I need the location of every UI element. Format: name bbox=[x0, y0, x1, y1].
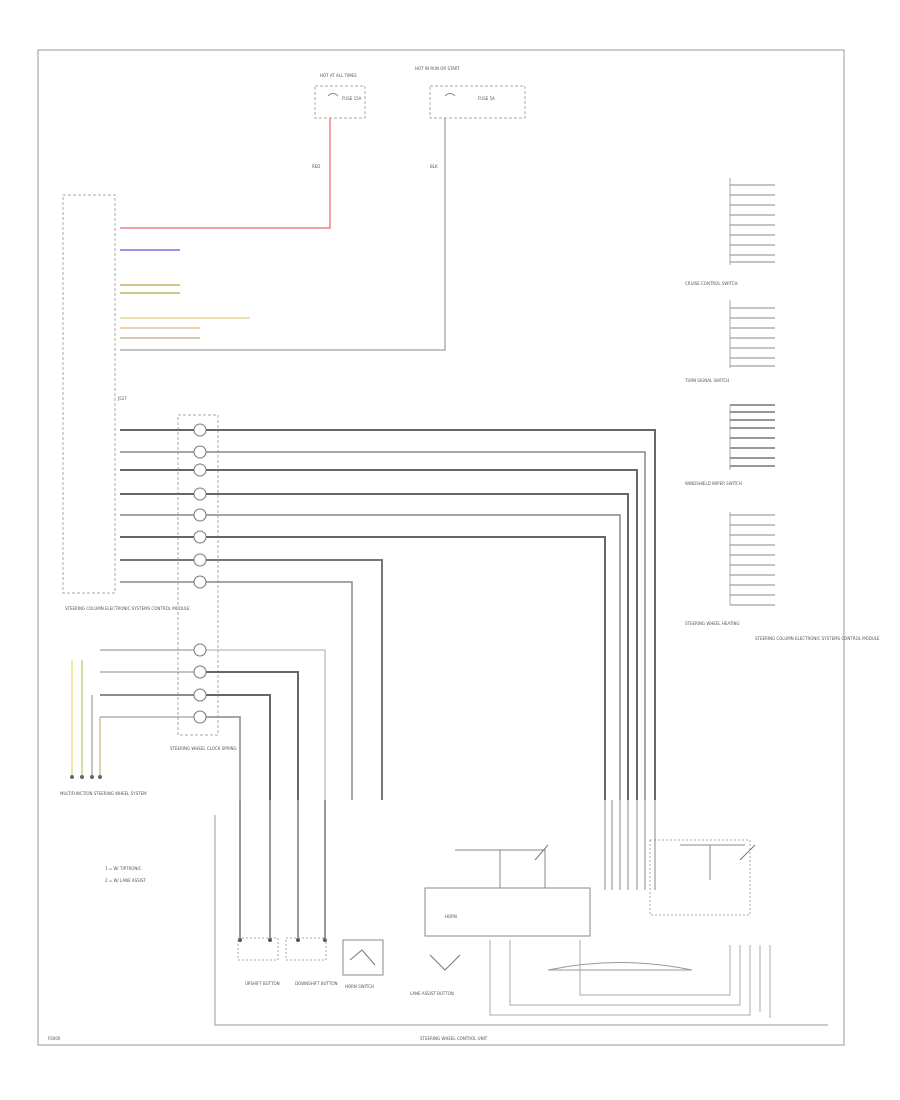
fuse-box-right: HOT IN RUN OR START FUSE 5A bbox=[415, 66, 526, 119]
right-connector-stacks bbox=[729, 178, 775, 606]
legend-note-1: 1 = W/ TIPTRONIC bbox=[105, 866, 142, 871]
heating-element bbox=[547, 962, 693, 971]
horn-switch-label: HORN SWITCH bbox=[345, 984, 374, 989]
switch-left-1-label: UPSHIFT BUTTON bbox=[245, 981, 280, 986]
signal-wires-upper bbox=[120, 423, 656, 800]
left-box-label-top: HORN bbox=[445, 914, 457, 919]
fuse-right-label: FUSE 5A bbox=[478, 96, 495, 101]
right-module-low-label: WINDSHIELD WIPER SWITCH bbox=[685, 481, 742, 486]
fuse-left-label: FUSE 15A bbox=[342, 96, 362, 101]
right-switch-group bbox=[649, 839, 751, 916]
bus-caption: STEERING WHEEL CONTROL UNIT bbox=[420, 1036, 488, 1041]
right-module-mid-label: TURN SIGNAL SWITCH bbox=[684, 378, 729, 383]
fuse-right-heading: HOT IN RUN OR START bbox=[415, 66, 460, 71]
wire-black-ignition bbox=[120, 118, 446, 351]
left-colored-drops bbox=[70, 660, 102, 779]
module-left-pin-caption: J527 bbox=[117, 396, 127, 401]
clock-spring-caption: STEERING WHEEL CLOCK SPRING bbox=[170, 746, 237, 751]
fuse-left-heading: HOT AT ALL TIMES bbox=[320, 73, 357, 78]
lane-assist-button bbox=[429, 954, 461, 971]
steering-control-unit bbox=[424, 887, 591, 937]
multifunction-caption: MULTIFUNCTION STEERING WHEEL SYSTEM bbox=[60, 791, 147, 796]
signal-wires-lower bbox=[100, 643, 326, 800]
diagram-frame bbox=[37, 49, 845, 1046]
legend-note-2: 2 = W/ LANE ASSIST bbox=[105, 878, 146, 883]
bottom-switch-drops bbox=[214, 800, 828, 1026]
right-caption-1: STEERING WHEEL HEATING bbox=[685, 621, 740, 626]
connector-column bbox=[177, 414, 219, 736]
right-module-top-label: CRUISE CONTROL SWITCH bbox=[685, 281, 738, 286]
wire-red-label: RED bbox=[312, 164, 320, 169]
horn-switch bbox=[342, 939, 384, 976]
lane-assist-label: LANE ASSIST BUTTON bbox=[410, 991, 454, 996]
module-left-caption: STEERING COLUMN ELECTRONIC SYSTEMS CONTR… bbox=[65, 606, 190, 611]
bus-lines-bottom bbox=[489, 800, 771, 1018]
switch-left-2-label: DOWNSHIFT BUTTON bbox=[295, 981, 337, 986]
module-left bbox=[62, 194, 116, 594]
wire-black-label: BLK bbox=[430, 164, 438, 169]
right-caption-2: STEERING COLUMN ELECTRONIC SYSTEMS CONTR… bbox=[755, 636, 880, 641]
footer-mark: F6000 bbox=[48, 1036, 61, 1041]
fuse-box-left: HOT AT ALL TIMES FUSE 15A bbox=[314, 73, 366, 119]
module-left-upper-stubs bbox=[120, 249, 250, 339]
wire-red-power bbox=[120, 118, 331, 229]
